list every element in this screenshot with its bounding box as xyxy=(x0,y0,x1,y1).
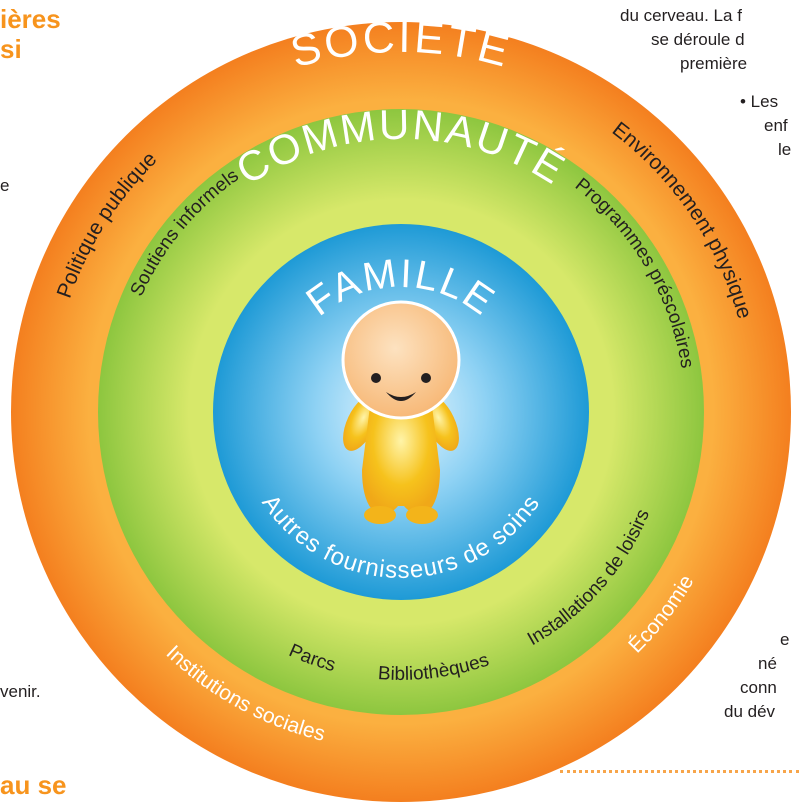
dotted-divider xyxy=(560,770,799,773)
left-heading-fragment-3: au se xyxy=(0,770,67,800)
right-body-line-7: né xyxy=(758,654,777,673)
baby-icon xyxy=(341,300,461,524)
left-body-fragment-2: venir. xyxy=(0,682,41,701)
left-heading-fragment-1: ières xyxy=(0,4,61,34)
right-body-line-2: se déroule d xyxy=(651,30,745,49)
right-body-line-9: du dév xyxy=(724,702,776,721)
right-body-line-6: e xyxy=(780,630,790,649)
right-body-line-1: du cerveau. La f xyxy=(620,6,742,25)
right-bullet-line: • Les xyxy=(740,92,779,111)
right-body-line-4: enf xyxy=(764,116,788,135)
right-body-line-3: première xyxy=(680,54,748,73)
right-body-line-8: conn xyxy=(740,678,777,697)
right-body-line-5: le xyxy=(778,140,792,159)
left-heading-fragment-2: si xyxy=(0,34,22,64)
left-body-fragment-1: e xyxy=(0,176,10,195)
